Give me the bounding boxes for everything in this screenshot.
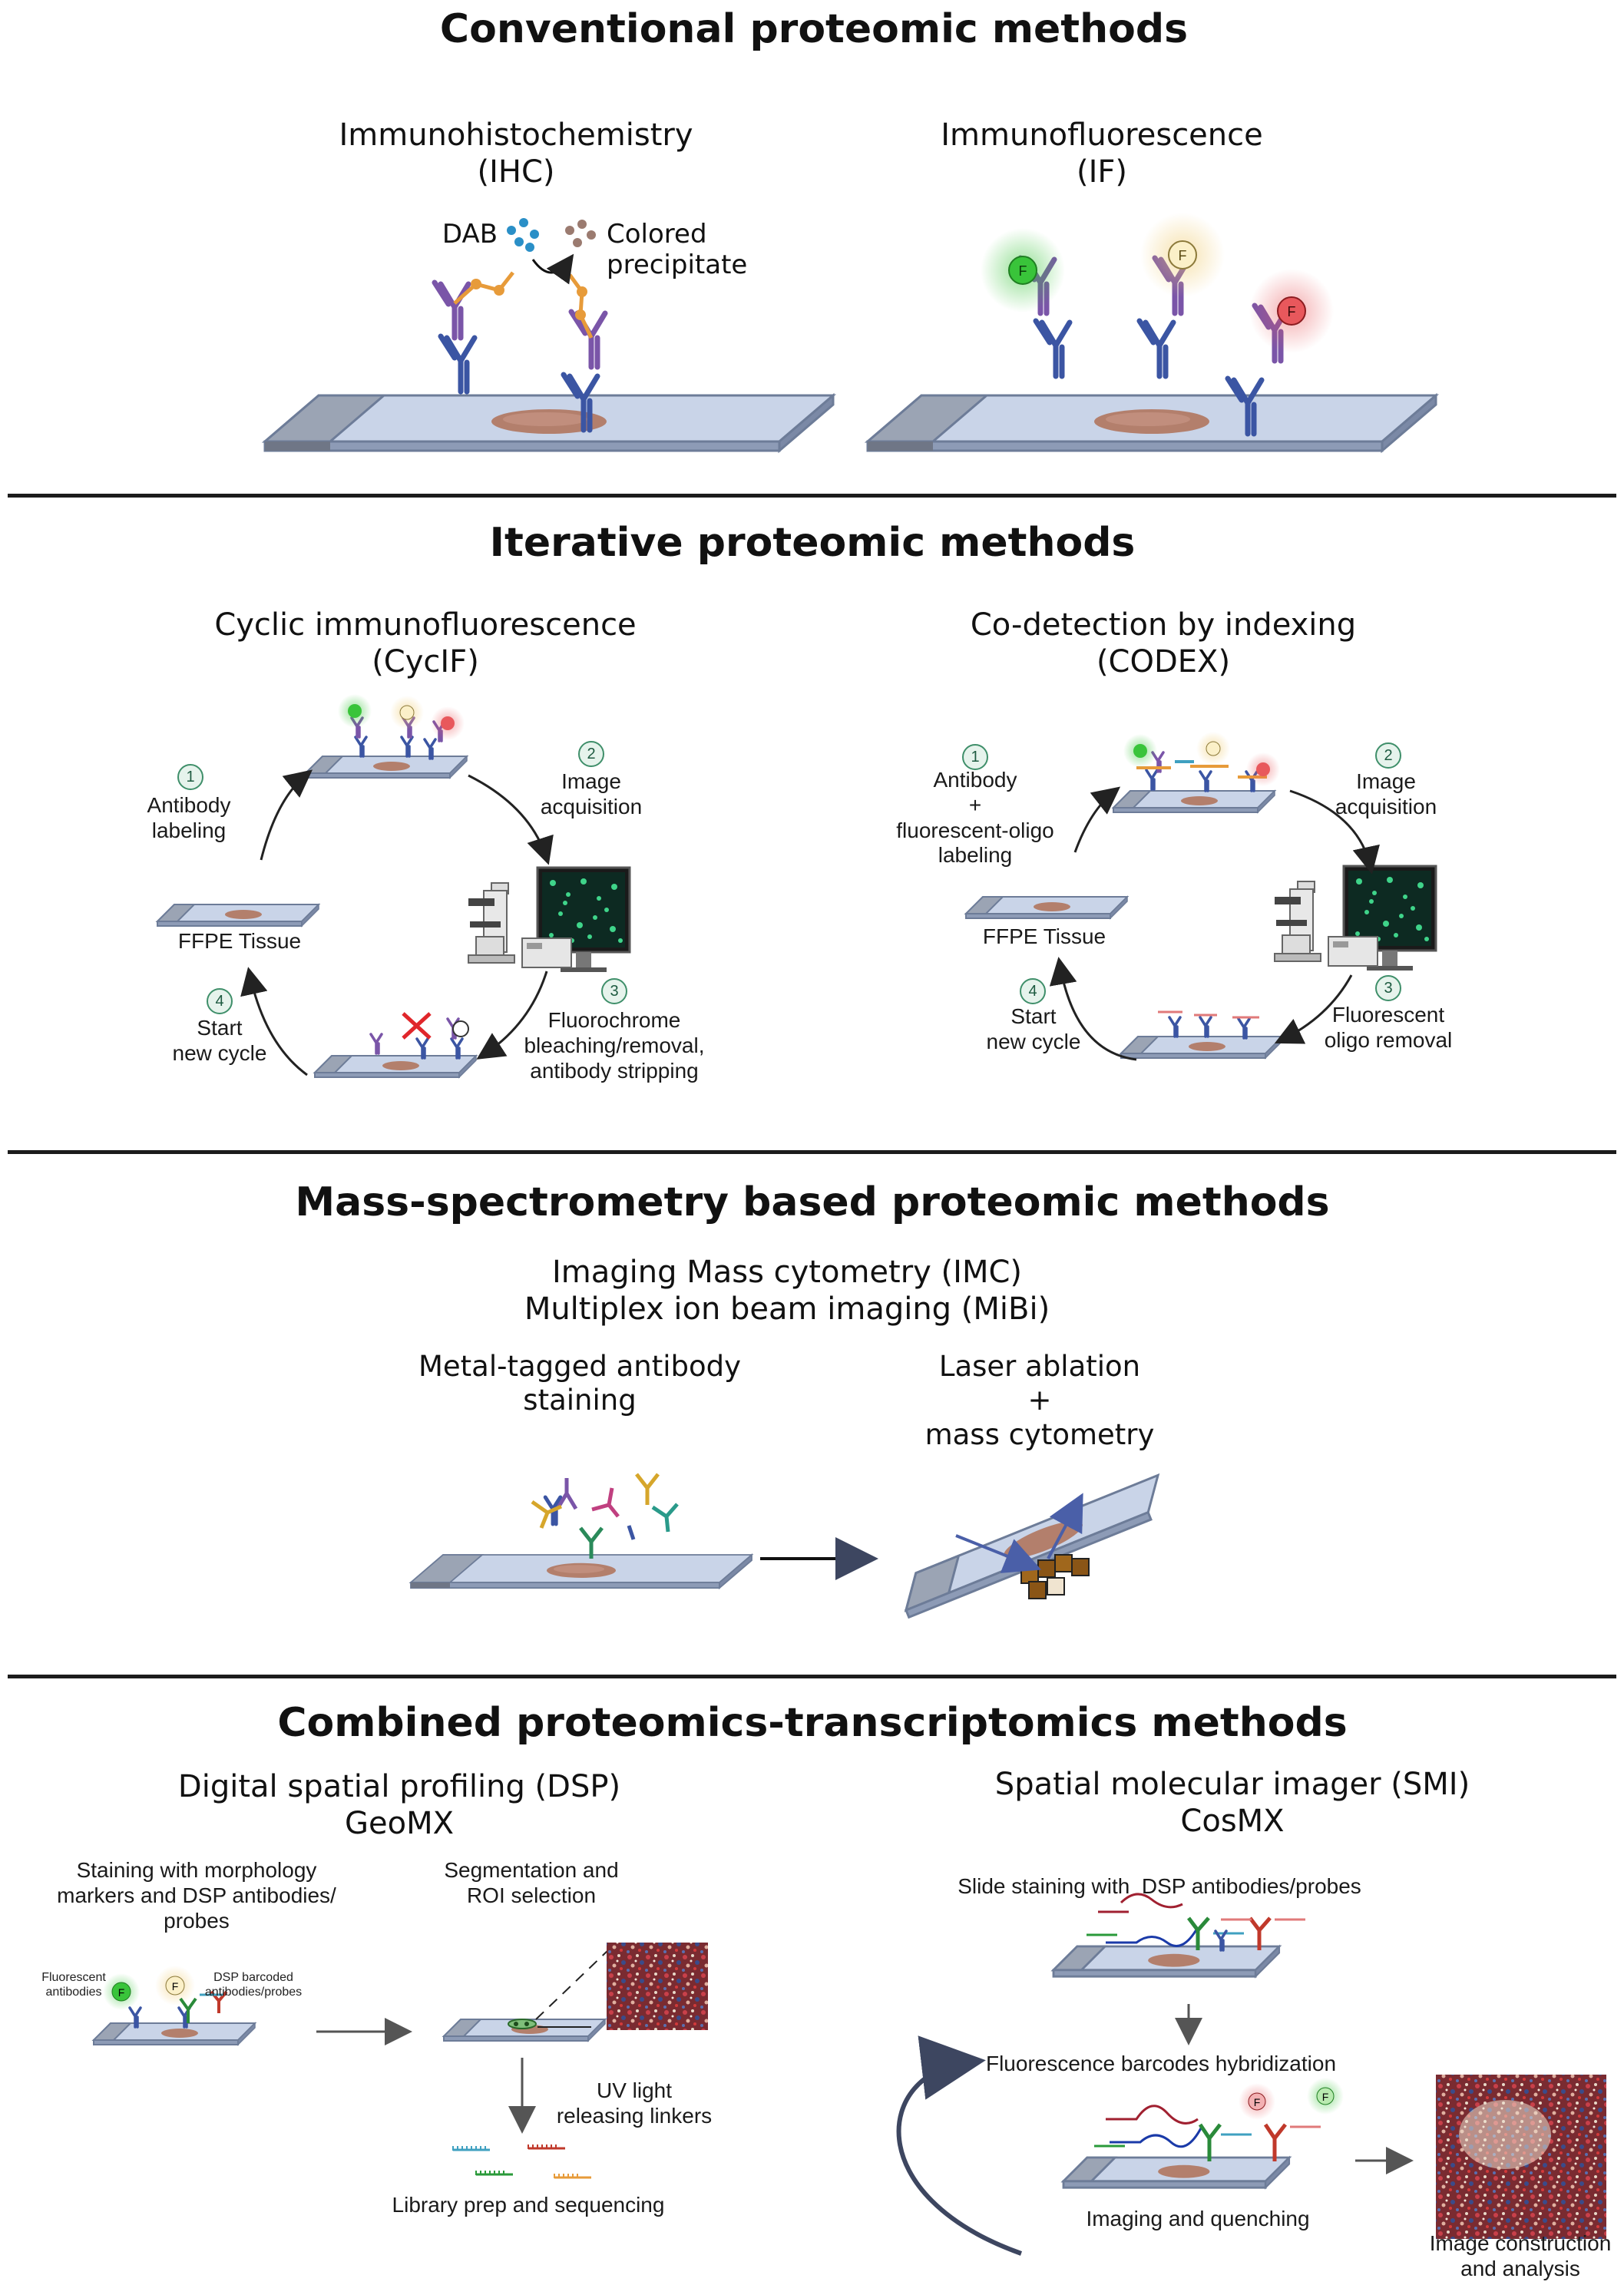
- cycif-top-antibodies: [338, 694, 465, 760]
- library-prep-label: Library prep and sequencing: [392, 2193, 665, 2217]
- codex-step-3-label: Fluorescent oligo removal: [1324, 1003, 1453, 1052]
- cycif-slide-bottom: [314, 1055, 477, 1078]
- codex-top-antibodies: [1123, 732, 1280, 792]
- strip-x-icon: [402, 1012, 432, 1040]
- codex-step-1-badge: 1: [962, 744, 988, 770]
- released-barcodes-icon: [452, 2144, 591, 2179]
- codex-microscope-icon: [1273, 865, 1437, 972]
- codex-step-4-label: Start new cycle: [986, 1004, 1081, 1053]
- fluor-label: F: [1019, 263, 1027, 279]
- codex-step-2-label: Image acquisition: [1335, 769, 1437, 818]
- cycif-title: Cyclic immunofluorescence (CycIF): [214, 607, 637, 680]
- if-title: Immunofluorescence (IF): [941, 117, 1263, 190]
- cycif-step-4-badge: 4: [207, 988, 233, 1014]
- codex-arrow-4: [1049, 957, 1137, 1061]
- cycif-arrow-4: [240, 967, 308, 1076]
- cycif-slide-left: [157, 904, 319, 927]
- cycif-arrow-3: [476, 971, 548, 1060]
- svg-text:F: F: [1322, 2091, 1329, 2103]
- mass-subtitle: Imaging Mass cytometry (IMC) Multiplex i…: [524, 1255, 1050, 1327]
- cycif-step-4-label: Start new cycle: [172, 1016, 267, 1065]
- section-title-conventional: Conventional proteomic methods: [439, 6, 1189, 52]
- codex-arrow-2: [1289, 789, 1380, 875]
- smi-slide-bottom: [1062, 2156, 1291, 2189]
- roi-selection-icon: [508, 1949, 609, 2029]
- section-divider: [8, 494, 1616, 498]
- codex-bottom-antibodies: [1158, 1010, 1259, 1040]
- roi-tissue-image: [607, 1943, 708, 2030]
- smi-staining-label: Slide staining with DSP antibodies/probe…: [958, 1874, 1361, 1898]
- codex-title: Co-detection by indexing (CODEX): [970, 607, 1357, 680]
- precipitate-dots-icon: [565, 220, 596, 247]
- metal-staining-label: Metal-tagged antibody staining: [418, 1350, 742, 1417]
- ihc-antibodies: [435, 271, 605, 430]
- svg-text:F: F: [1254, 2096, 1261, 2108]
- codex-slide-top: [1113, 790, 1275, 813]
- cycif-step-3-badge: 3: [601, 978, 627, 1004]
- section-divider: [8, 1675, 1616, 1678]
- cycif-step-2-label: Image acquisition: [540, 769, 643, 818]
- laser-ablation-label: Laser ablation + mass cytometry: [924, 1350, 1155, 1451]
- precipitate-label: Colored precipitate: [607, 219, 748, 280]
- svg-text:F: F: [1288, 304, 1296, 319]
- smi-hybridization-label: Fluorescence barcodes hybridization: [985, 2052, 1337, 2075]
- smi-bottom-probes: F F: [1094, 2078, 1344, 2161]
- fluorophore-yellow-icon: F: [1140, 213, 1225, 297]
- cycif-step-2-badge: 2: [578, 741, 604, 767]
- uv-light-label: UV light releasing linkers: [556, 2078, 713, 2128]
- smi-imaging-label: Imaging and quenching: [1086, 2207, 1310, 2230]
- smi-cycle-arrow: [896, 2035, 1023, 2256]
- codex-arrow-1: [1073, 786, 1121, 853]
- metal-antibodies: [531, 1473, 679, 1559]
- dsp-slide-left: [93, 2022, 256, 2045]
- codex-step-1-label: Antibody + fluorescent-oligo labeling: [896, 768, 1054, 868]
- smi-top-probes: [1087, 1893, 1305, 1952]
- codex-step-3-badge: 3: [1375, 975, 1401, 1001]
- codex-slide-left: [965, 896, 1128, 919]
- cycif-slide-top: [305, 756, 468, 779]
- fluorophore-red-icon: F: [1249, 269, 1334, 353]
- codex-slide-bottom: [1120, 1036, 1283, 1059]
- cycif-bottom-antibodies: [369, 1012, 469, 1060]
- smi-slide-top: [1052, 1945, 1281, 1978]
- codex-arrow-3: [1274, 974, 1353, 1044]
- cycif-arrow-2: [468, 774, 554, 865]
- fluorophore-green-icon: F: [981, 228, 1065, 312]
- cycif-step-1-badge: 1: [177, 764, 203, 790]
- segmentation-label: Segmentation and ROI selection: [444, 1858, 619, 1907]
- codex-step-4-badge: 4: [1020, 978, 1046, 1004]
- smi-title: Spatial molecular imager (SMI) CosMX: [994, 1767, 1470, 1839]
- mass-slide-left: [410, 1554, 752, 1589]
- dab-dots-icon: [507, 218, 539, 252]
- dsp-barcoded-label: DSP barcoded antibodies/probes: [204, 1971, 303, 1999]
- ihc-title: Immunohistochemistry (IHC): [339, 117, 693, 190]
- cycif-tissue-label: FFPE Tissue: [177, 929, 302, 953]
- ion-plume-arrow: [1047, 1493, 1083, 1559]
- cycif-arrow-1: [260, 769, 313, 861]
- dab-reaction-arrow: [531, 253, 574, 285]
- dsp-title: Digital spatial profiling (DSP) GeoMX: [177, 1769, 621, 1841]
- fluorescent-antibodies-label: Fluorescent antibodies: [41, 1971, 106, 1999]
- cycif-microscope-icon: [467, 866, 631, 974]
- codex-tissue-label: FFPE Tissue: [982, 924, 1106, 948]
- section-title-combined: Combined proteomics-transcriptomics meth…: [277, 1700, 1348, 1746]
- laser-beam-arrow: [955, 1534, 1042, 1573]
- cycif-step-1-label: Antibody labeling: [147, 793, 231, 842]
- svg-text:F: F: [1179, 248, 1187, 263]
- ihc-slide: [263, 394, 835, 452]
- smi-construction-label: Image construction and analysis: [1429, 2231, 1612, 2280]
- section-title-iterative: Iterative proteomic methods: [489, 520, 1136, 566]
- dab-label: DAB: [442, 219, 498, 250]
- dsp-left-probes: F F: [103, 1966, 228, 2029]
- cycif-step-3-label: Fluorochrome bleaching/removal, antibody…: [524, 1008, 705, 1083]
- codex-step-2-badge: 2: [1375, 742, 1401, 769]
- dsp-staining-label: Staining with morphology markers and DSP…: [57, 1858, 336, 1933]
- if-slide: [866, 394, 1437, 452]
- section-divider: [8, 1150, 1616, 1154]
- svg-text:F: F: [118, 1986, 125, 1999]
- section-title-mass: Mass-spectrometry based proteomic method…: [295, 1179, 1330, 1225]
- svg-text:F: F: [172, 1980, 179, 1992]
